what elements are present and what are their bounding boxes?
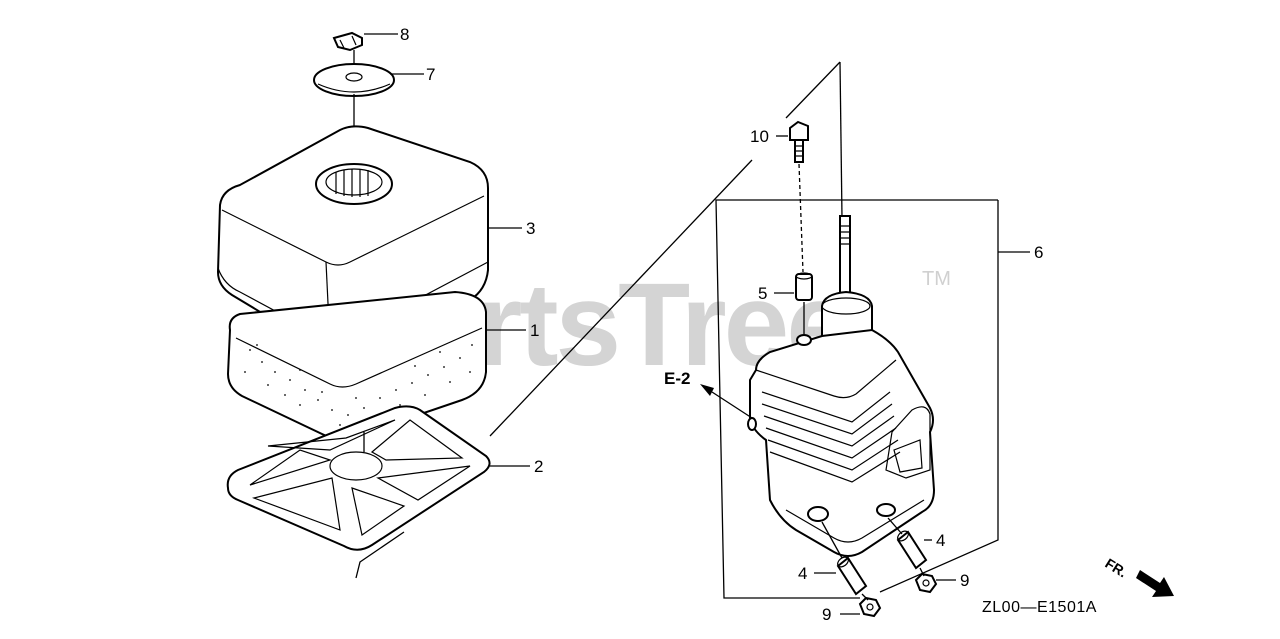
cover-plate-part[interactable] — [313, 63, 395, 97]
direction-label: FR. — [1102, 555, 1130, 581]
diagram-code: ZL00—E1501A — [982, 599, 1097, 616]
callout-3: 3 — [526, 219, 535, 238]
callout-10: 10 — [750, 127, 769, 146]
callout-4-right: 4 — [936, 531, 945, 550]
grid-base-part[interactable] — [226, 405, 491, 551]
reference-label: E-2 — [664, 369, 690, 388]
callout-8: 8 — [400, 25, 409, 44]
collar-part[interactable] — [795, 272, 813, 301]
nut-part-lower[interactable] — [858, 596, 882, 618]
callout-9-lower: 9 — [822, 605, 831, 624]
callout-6: 6 — [1034, 243, 1043, 262]
air-cleaner-right-assembly — [700, 120, 1030, 618]
callout-9-right: 9 — [960, 571, 969, 590]
callout-4-lower: 4 — [798, 564, 807, 583]
air-cleaner-elbow-part[interactable] — [747, 290, 936, 557]
foam-element-part[interactable] — [226, 290, 487, 440]
callout-7: 7 — [426, 65, 435, 84]
watermark-trademark: TM — [922, 268, 951, 290]
pipe-part-lower[interactable] — [836, 555, 868, 596]
bolt-part[interactable] — [789, 120, 809, 163]
callout-2: 2 — [534, 457, 543, 476]
callout-1: 1 — [530, 321, 539, 340]
foam-texture — [244, 344, 473, 426]
front-direction-indicator: FR. — [1102, 555, 1174, 597]
callout-5: 5 — [758, 284, 767, 303]
reference-arrow-icon — [700, 384, 714, 396]
wing-nut-part[interactable] — [332, 31, 363, 52]
nut-part-right[interactable] — [914, 572, 938, 594]
air-cleaner-left-assembly — [216, 31, 530, 579]
pipe-part-right[interactable] — [896, 529, 928, 570]
front-arrow-icon — [1136, 570, 1174, 597]
